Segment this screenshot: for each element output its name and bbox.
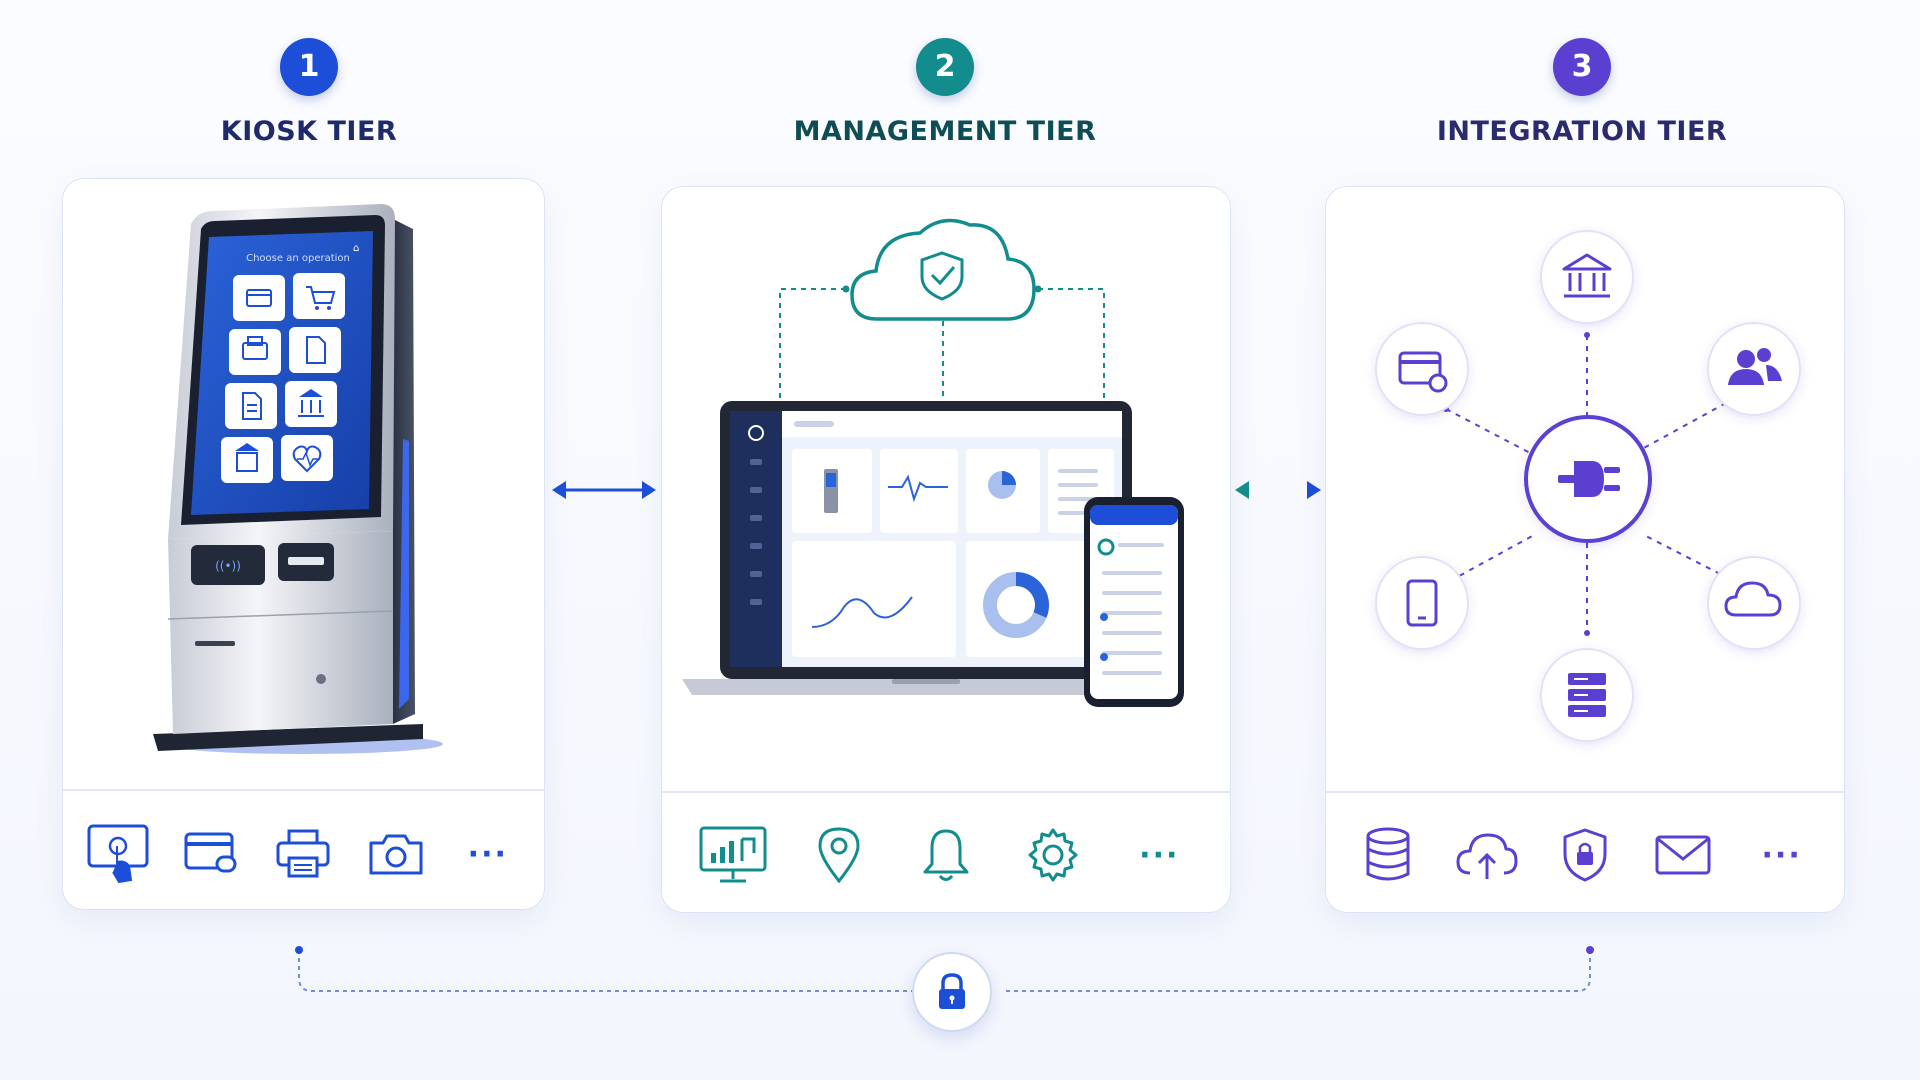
bidirectional-arrow-kiosk-management [550,478,658,502]
location-pin-icon [803,819,875,891]
file-icon [225,383,277,429]
mobile-app [1084,497,1184,707]
management-illustration [662,187,1230,792]
cloud-shield-icon [850,218,1036,321]
security-connector [0,940,1920,1050]
building-icon [221,437,273,483]
lock-icon [912,952,992,1032]
printer-icon [267,818,339,890]
bidirectional-arrow-management-integration [1233,478,1323,502]
kiosk-feature-icons: ··· [63,809,544,899]
svg-text:⌂: ⌂ [353,243,359,254]
tier-title: MANAGEMENT TIER [793,116,1097,147]
tier-number-badge: 3 [1553,38,1611,96]
kiosk-illustration: ((•)) Choose an operation ⌂ [63,179,544,789]
card-icon [233,275,285,321]
database-icon [1352,819,1424,891]
tier-header-integration: 3 INTEGRATION TIER [1322,38,1842,147]
integration-hub-diagram [1326,187,1844,791]
tier-title: KIOSK TIER [220,116,398,147]
payment-card-icon [1375,322,1469,416]
bank-icon [285,381,337,427]
tier-header-management: 2 MANAGEMENT TIER [685,38,1205,147]
more-icon[interactable]: ··· [467,836,508,872]
tier-header-kiosk: 1 KIOSK TIER [49,38,569,147]
more-icon[interactable]: ··· [1139,837,1180,873]
integration-feature-icons: ··· [1326,809,1844,901]
bell-icon [910,819,982,891]
svg-text:((•)): ((•)) [215,559,241,573]
mail-icon [1647,819,1719,891]
cloud-icon [1707,556,1801,650]
plug-icon [1524,415,1652,543]
kiosk-screen-tiles [221,273,345,483]
integration-tier-panel: ··· [1325,186,1845,913]
shield-lock-icon [1549,819,1621,891]
mobile-icon [1375,556,1469,650]
tier-title: INTEGRATION TIER [1436,116,1728,147]
management-feature-icons: ··· [662,809,1230,901]
gear-icon [1017,819,1089,891]
kiosk-screen-prompt: Choose an operation [246,253,350,264]
server-icon [1540,648,1634,742]
card-reader-icon [175,818,247,890]
kiosk-tier-panel: ((•)) Choose an operation ⌂ [62,178,545,910]
touch-screen-icon [83,818,155,890]
camera-icon [360,818,432,890]
cloud-upload-icon [1451,819,1523,891]
analytics-monitor-icon [697,819,769,891]
printer-icon [229,329,281,375]
bank-icon [1540,230,1634,324]
document-icon [289,327,341,373]
cart-icon [293,273,345,319]
tier-number-badge: 1 [280,38,338,96]
heart-icon [281,435,333,481]
users-icon [1707,322,1801,416]
more-icon[interactable]: ··· [1761,837,1802,873]
management-tier-panel: ··· [661,186,1231,913]
tier-number-badge: 2 [916,38,974,96]
